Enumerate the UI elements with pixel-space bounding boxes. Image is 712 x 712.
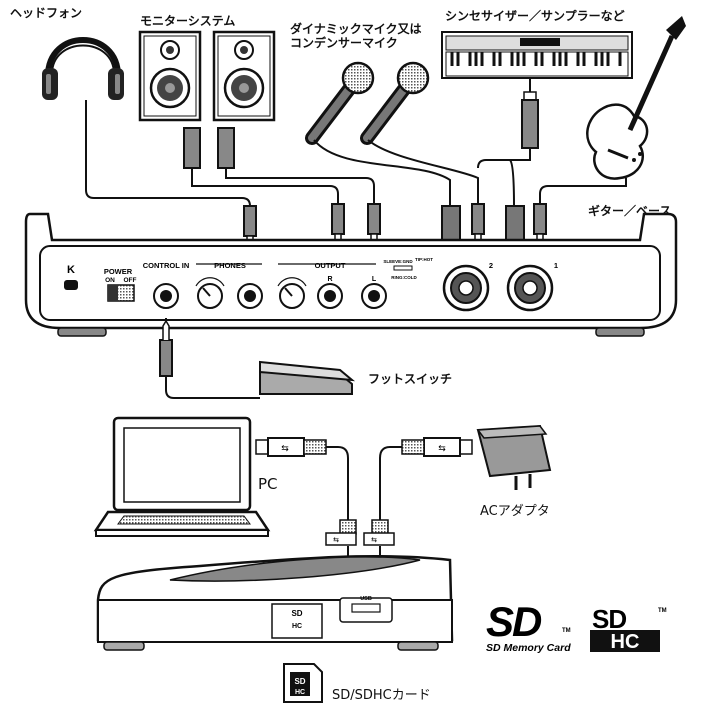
- output-label: OUTPUT: [315, 261, 346, 270]
- sdhc-logo-bottom: HC: [611, 631, 640, 653]
- sdhc-logo-top: SD: [592, 604, 626, 634]
- power-label: POWER: [104, 267, 133, 276]
- power-on-label: ON: [105, 277, 115, 284]
- svg-text:⇆: ⇆: [371, 536, 377, 544]
- phones-label: PHONES: [214, 261, 246, 270]
- laptop-icon: [93, 416, 271, 537]
- pc-label: PC: [258, 475, 278, 493]
- foot-switch-label: フットスイッチ: [368, 372, 453, 386]
- usb-cable-ac: ⇆ ⇆: [363, 437, 473, 546]
- svg-text:K: K: [67, 264, 75, 276]
- sdhc-logo-tm: TM: [658, 608, 667, 614]
- sd-card-label: SD/SDHCカード: [332, 688, 431, 703]
- control-in-label: CONTROL IN: [143, 261, 190, 270]
- mic-label-line2: コンデンサーマイク: [290, 36, 398, 50]
- guitar-icon: [586, 16, 686, 180]
- sd-card-icon: SD HC: [283, 663, 323, 703]
- recorder-device: [96, 554, 454, 651]
- synthesizer-icon: [441, 31, 633, 79]
- ac-adapter-label: ACアダプタ: [480, 504, 550, 519]
- svg-text:HC: HC: [295, 689, 305, 696]
- sd-memory-card-logo: SD TM SD Memory Card: [486, 598, 571, 654]
- microphone-icon: [360, 61, 430, 145]
- sleeve-gnd-label: SLEEVE:GND: [383, 259, 413, 264]
- sd-slot-label: SD: [291, 609, 302, 618]
- sd-logo-text: SD: [486, 598, 542, 645]
- plug-icon: [521, 91, 539, 149]
- sd-logo-tm: TM: [562, 628, 571, 634]
- sdhc-logo: SD HC TM: [590, 604, 667, 653]
- synth-label: シンセサイザー／サンプラーなど: [445, 9, 625, 23]
- microphone-icon: [305, 61, 375, 145]
- monitor-speaker-left-icon: [138, 30, 202, 122]
- monitor-system-label: モニターシステム: [140, 14, 236, 28]
- tip-hot-label: TIP:HOT: [415, 257, 433, 262]
- channel-1-label: 1: [554, 261, 558, 270]
- svg-text:SD: SD: [294, 677, 305, 686]
- ac-adapter-icon: [476, 424, 552, 490]
- mic-label-line1: ダイナミックマイク又は: [290, 22, 422, 36]
- channel-2-label: 2: [489, 261, 493, 270]
- svg-text:⇆: ⇆: [281, 444, 289, 454]
- ring-cold-label: RING:COLD: [391, 275, 417, 280]
- usb-cable-pc: ⇆ ⇆: [255, 437, 357, 546]
- sd-slot-hc-label: HC: [292, 623, 302, 630]
- foot-switch-icon: [159, 318, 356, 399]
- headphones-label: ヘッドフォン: [10, 6, 83, 20]
- output-l-label: L: [372, 276, 377, 283]
- audio-interface-panel: K: [24, 212, 678, 337]
- plug-icon: [183, 127, 235, 169]
- cables-top: [85, 78, 627, 210]
- sd-memory-card-text: SD Memory Card: [486, 642, 571, 654]
- monitor-speaker-right-icon: [212, 30, 276, 122]
- svg-text:⇆: ⇆: [438, 444, 446, 454]
- svg-text:⇆: ⇆: [333, 536, 339, 544]
- output-r-label: R: [327, 276, 332, 283]
- headphones-icon: [42, 37, 124, 100]
- power-off-label: OFF: [124, 277, 137, 284]
- usb-port-label: USB: [360, 596, 372, 602]
